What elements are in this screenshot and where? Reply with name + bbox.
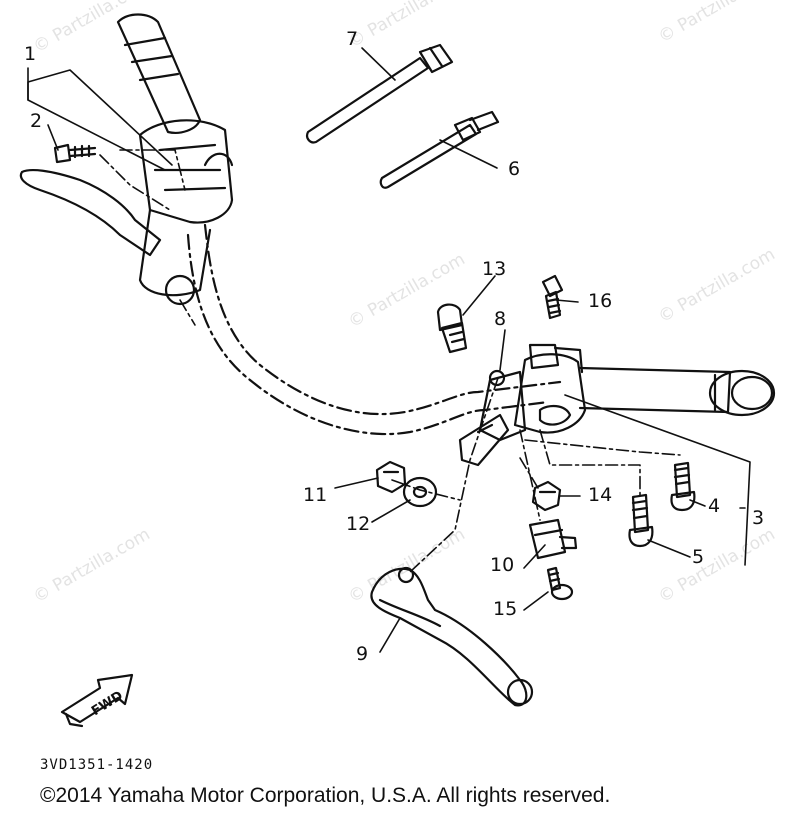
handlebar bbox=[186, 223, 562, 436]
callout-11: 11 bbox=[303, 484, 328, 506]
right-lever-holder bbox=[458, 343, 587, 467]
part-13-bolt bbox=[436, 303, 468, 354]
part-4-bolt bbox=[670, 461, 696, 512]
callout-6: 6 bbox=[508, 158, 521, 180]
left-lever bbox=[19, 169, 162, 257]
part-11-nut bbox=[375, 460, 407, 494]
right-grip bbox=[578, 366, 776, 417]
left-switch-housing bbox=[138, 119, 234, 306]
leader-lines bbox=[27, 47, 751, 653]
callout-13: 13 bbox=[482, 258, 507, 280]
callout-10: 10 bbox=[490, 554, 515, 576]
part-9-brake-lever bbox=[370, 566, 534, 707]
copyright-notice: ©2014 Yamaha Motor Corporation, U.S.A. A… bbox=[40, 784, 611, 807]
part-12-washer bbox=[402, 476, 438, 508]
callout-5: 5 bbox=[692, 546, 705, 568]
callout-9: 9 bbox=[356, 643, 369, 665]
callout-7: 7 bbox=[346, 28, 359, 50]
callout-4: 4 bbox=[708, 495, 721, 517]
fwd-arrow-icon bbox=[60, 673, 134, 728]
callout-1: 1 bbox=[24, 43, 37, 65]
callout-8: 8 bbox=[494, 308, 507, 330]
callout-3: 3 bbox=[752, 507, 765, 529]
part-15-screw bbox=[546, 566, 574, 601]
callout-14: 14 bbox=[588, 484, 613, 506]
part-6-cable-tie bbox=[379, 110, 500, 189]
diagram-part-code: 3VD1351-1420 bbox=[40, 757, 154, 773]
part-10-switch bbox=[528, 518, 578, 560]
callout-12: 12 bbox=[346, 513, 371, 535]
part-7-cable-tie bbox=[306, 43, 454, 144]
phantom-lines bbox=[99, 149, 681, 573]
part-2-screw bbox=[53, 143, 97, 164]
part-5-bolt bbox=[628, 493, 654, 548]
part-16-bolt bbox=[541, 274, 564, 320]
part-14-nut bbox=[531, 480, 562, 512]
callout-15: 15 bbox=[493, 598, 518, 620]
left-grip bbox=[116, 13, 202, 134]
callout-16: 16 bbox=[588, 290, 613, 312]
fwd-label: FWD bbox=[89, 688, 126, 719]
callout-2: 2 bbox=[30, 110, 43, 132]
